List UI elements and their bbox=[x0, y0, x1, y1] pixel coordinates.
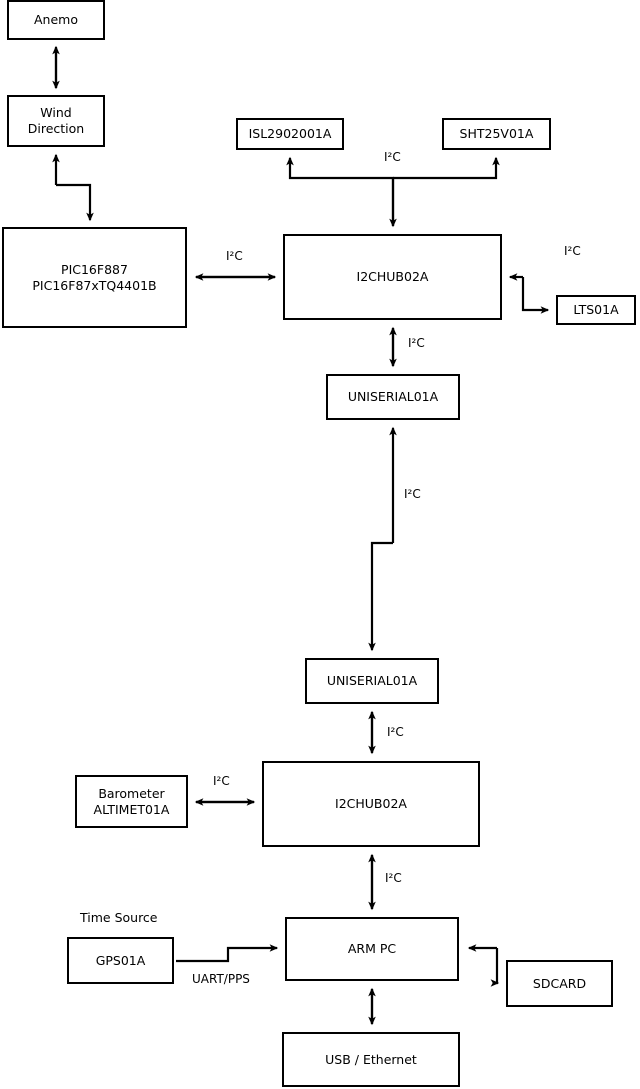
wire-hub-to-sht bbox=[393, 156, 500, 180]
edge-label-i2c-uniserial-link: I²C bbox=[404, 487, 421, 501]
edge-label-i2c-hub-uniserial: I²C bbox=[408, 336, 425, 350]
node-lts01a[interactable]: LTS01A bbox=[556, 295, 636, 325]
node-gps01a[interactable]: GPS01A bbox=[67, 937, 174, 984]
node-i2chub02a-top[interactable]: I2CHUB02A bbox=[283, 234, 502, 320]
wire-wind-to-pic bbox=[56, 183, 94, 222]
label-time-source: Time Source bbox=[80, 910, 158, 925]
edge-label-i2c-barometer-hub2: I²C bbox=[213, 774, 230, 788]
edge-label-i2c-hub-lts: I²C bbox=[564, 244, 581, 258]
edge-label-uart-pps: UART/PPS bbox=[192, 972, 250, 986]
node-pic-mcu[interactable]: PIC16F887 PIC16F87xTQ4401B bbox=[2, 227, 187, 328]
wire-armpc-to-sdcard bbox=[490, 948, 500, 987]
wire-gps-to-armpc bbox=[176, 944, 279, 963]
edge-label-i2c-hub-sensors: I²C bbox=[384, 150, 401, 164]
node-uniserial01a-top[interactable]: UNISERIAL01A bbox=[326, 374, 460, 420]
node-barometer-altimet01a[interactable]: Barometer ALTIMET01A bbox=[75, 775, 188, 828]
node-isl2902001a[interactable]: ISL2902001A bbox=[236, 118, 344, 150]
node-arm-pc[interactable]: ARM PC bbox=[285, 917, 459, 981]
node-anemo[interactable]: Anemo bbox=[7, 0, 105, 40]
edge-label-i2c-uniserial-hub2: I²C bbox=[387, 725, 404, 739]
wire-hub-to-isl bbox=[286, 156, 395, 226]
edge-label-i2c-pic-hub: I²C bbox=[226, 249, 243, 263]
node-i2chub02a-bottom[interactable]: I2CHUB02A bbox=[262, 761, 480, 847]
node-sht25v01a[interactable]: SHT25V01A bbox=[442, 118, 551, 150]
edge-label-i2c-hub2-armpc: I²C bbox=[385, 871, 402, 885]
wire-hub-to-lts bbox=[521, 277, 550, 314]
node-sdcard[interactable]: SDCARD bbox=[506, 960, 613, 1007]
wire-uniserial-link-down bbox=[368, 541, 393, 652]
node-uniserial01a-bottom[interactable]: UNISERIAL01A bbox=[305, 658, 439, 704]
node-usb-ethernet[interactable]: USB / Ethernet bbox=[282, 1032, 460, 1087]
node-wind-direction[interactable]: Wind Direction bbox=[7, 95, 105, 147]
